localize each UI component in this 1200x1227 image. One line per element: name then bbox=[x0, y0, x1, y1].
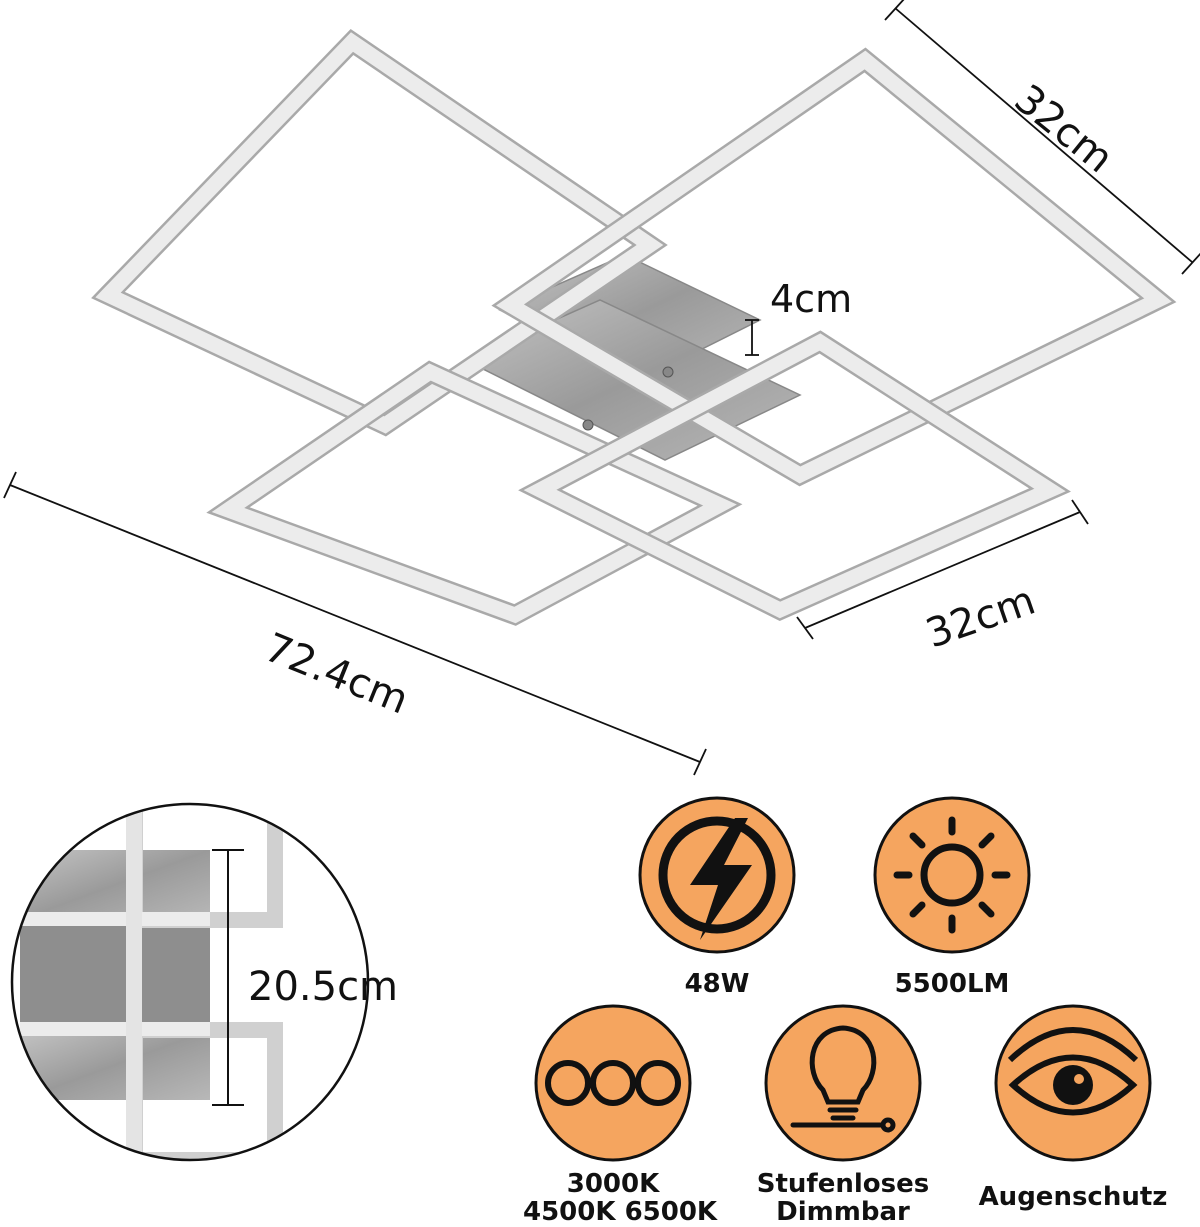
feature-label-power: 48W bbox=[684, 969, 750, 999]
feature-label-dimmable: Stufenloses Dimmbar bbox=[756, 1169, 930, 1227]
color-temperature-icon bbox=[545, 1060, 681, 1106]
frame-bottom-left-inner bbox=[211, 363, 737, 624]
depth-label: 4cm bbox=[770, 277, 852, 321]
feature-badge-dimmable bbox=[764, 1004, 922, 1162]
frame-bottom-right-inner bbox=[523, 333, 1066, 619]
height-right-label: 32cm bbox=[920, 578, 1041, 658]
dimmable-bulb-icon bbox=[790, 1025, 896, 1133]
feature-label-eye-protection: Augenschutz bbox=[978, 1182, 1168, 1212]
sun-icon bbox=[893, 816, 1011, 934]
feature-badge-lumen bbox=[873, 796, 1031, 954]
ceiling-lamp-illustration bbox=[91, 28, 1177, 626]
frame-top-right-inner bbox=[496, 50, 1172, 484]
frame-top-left-inner bbox=[95, 32, 664, 434]
feature-badge-color-temperature bbox=[534, 1004, 692, 1162]
lightning-icon bbox=[690, 818, 752, 940]
screw bbox=[582, 419, 594, 431]
detail-zoom-circle: 20.5cm bbox=[10, 802, 398, 1162]
feature-label-color-temperature: 3000K 4500K 6500K bbox=[523, 1169, 718, 1227]
dimension-lines bbox=[3, 0, 1200, 776]
feature-badge-power bbox=[638, 796, 796, 954]
eye-icon bbox=[1007, 1027, 1139, 1116]
screw bbox=[662, 366, 674, 378]
width-right-label: 32cm bbox=[1006, 76, 1122, 182]
feature-badge-eye-protection bbox=[994, 1004, 1152, 1162]
feature-label-lumen: 5500LM bbox=[894, 969, 1010, 999]
total-width-label: 72.4cm bbox=[258, 625, 414, 724]
detail-height-label: 20.5cm bbox=[248, 964, 398, 1010]
